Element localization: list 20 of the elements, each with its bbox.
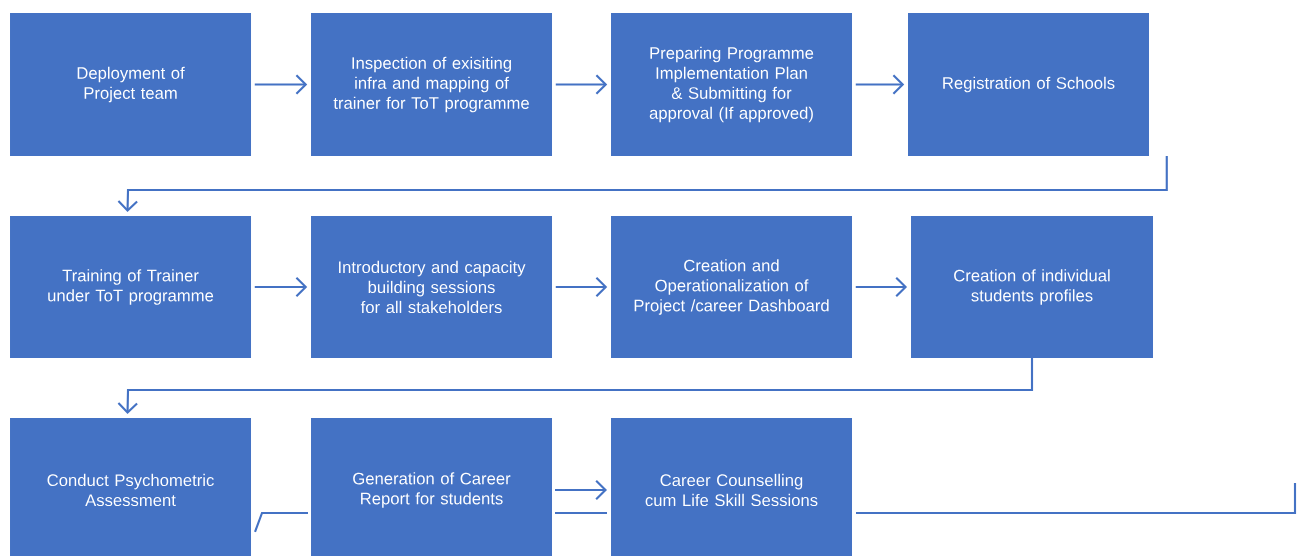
arrow (555, 276, 608, 298)
process-box: Preparing Programme Implementation Plan & Submitting for approval (If approved) (611, 13, 852, 156)
process-box: Inspection of exisiting infra and mapping of trainer for ToT programme (311, 13, 552, 156)
process-box: Creation of individual students profiles (911, 216, 1153, 358)
process-box: Deployment of Project team (10, 13, 251, 156)
process-box: Conduct Psychometric Assessment (10, 418, 251, 556)
arrow (117, 156, 1168, 213)
arrow (855, 74, 905, 95)
process-box: Creation and Operationalization of Project /career Dashboard (611, 216, 852, 358)
arrow (555, 479, 607, 501)
process-box: Registration of Schools (908, 13, 1149, 156)
arrow (254, 276, 308, 298)
arrow (855, 276, 908, 298)
process-box: Training of Trainer under ToT programme (10, 216, 251, 358)
arrow (117, 357, 1034, 415)
process-box: Generation of Career Report for students (311, 418, 552, 556)
arrow (254, 74, 308, 95)
arrow (555, 74, 608, 95)
process-box: Career Counselling cum Life Skill Sessions (611, 418, 852, 556)
process-box: Introductory and capacity building sessions for all stakeholders (311, 216, 552, 358)
